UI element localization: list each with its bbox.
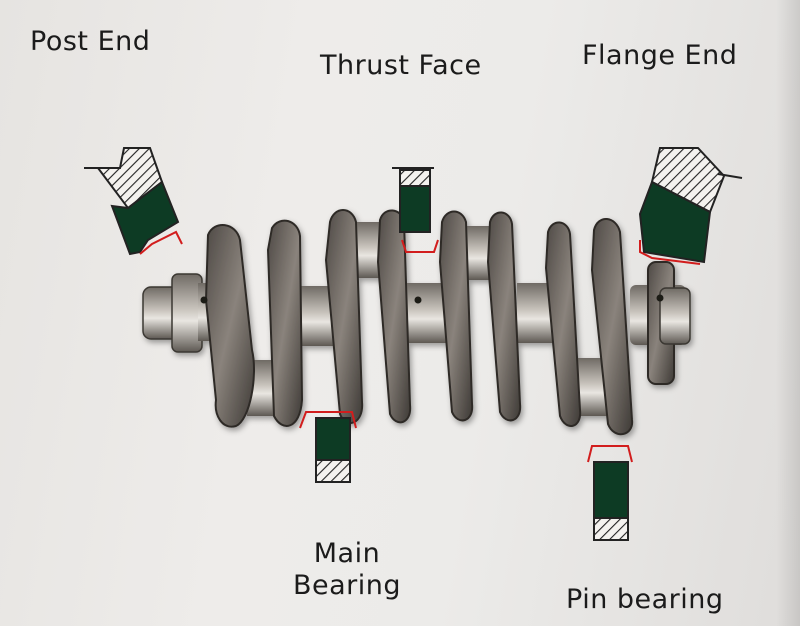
pin-bearing-label: Pin bearing <box>566 584 724 615</box>
thrust-face-label: Thrust Face <box>320 50 482 81</box>
main-bearing-label: Main Bearing <box>292 538 402 602</box>
main-bearing-label-line1: Main <box>313 538 381 569</box>
main-bearing-label-line2: Bearing <box>292 569 402 601</box>
post-end-label: Post End <box>30 26 151 57</box>
flange-end-label: Flange End <box>582 40 738 71</box>
screen-edge-shadow <box>776 0 800 626</box>
thrust-face-bearing-icon <box>392 167 439 253</box>
post-end-bearing-icon <box>84 147 183 256</box>
crankshaft-icon <box>142 209 691 435</box>
main-bearing-icon <box>299 411 357 483</box>
pin-bearing-icon <box>587 445 633 541</box>
flange-end-bearing-icon <box>638 147 743 265</box>
